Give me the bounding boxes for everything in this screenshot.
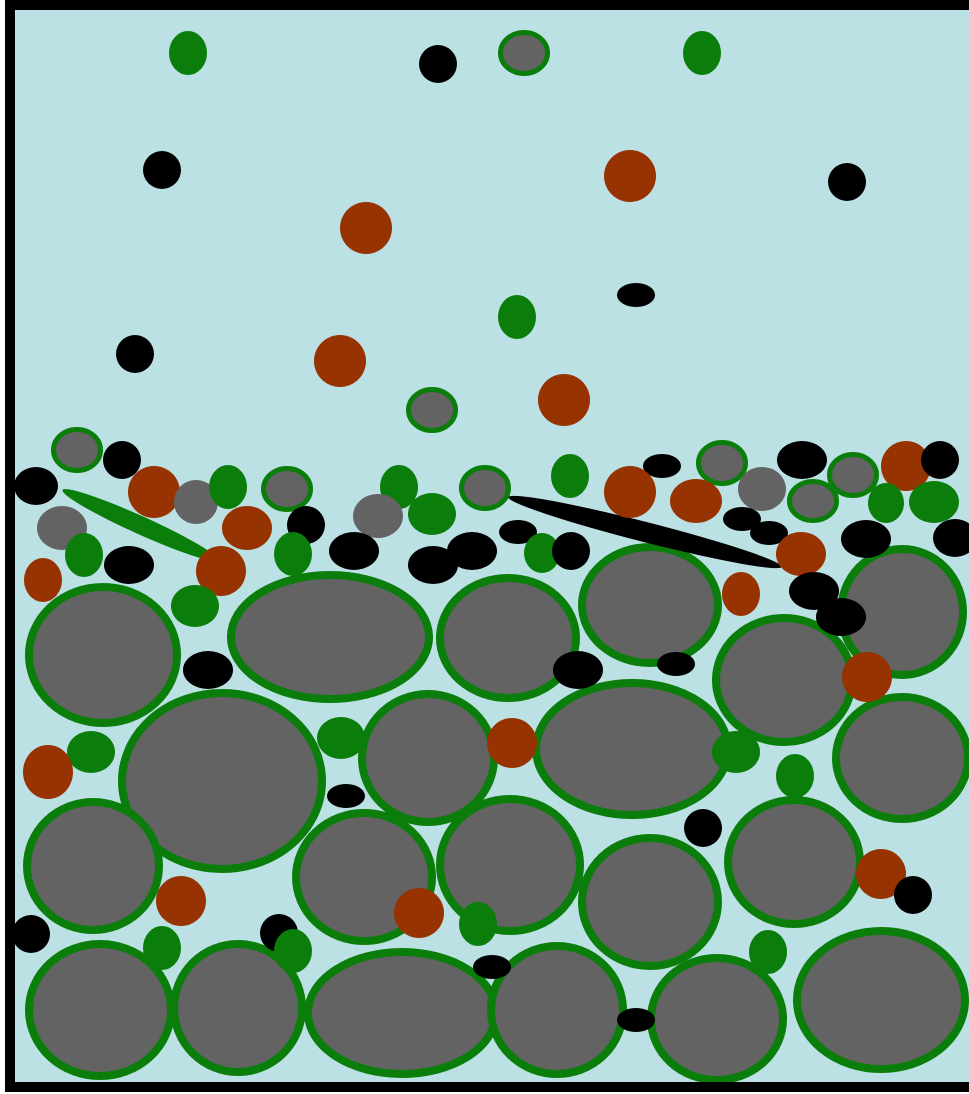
black-particle	[327, 784, 365, 808]
large-gray-grain	[797, 931, 965, 1069]
large-gray-grain	[440, 799, 580, 931]
green-particle	[317, 717, 365, 759]
brown-particle	[842, 652, 892, 702]
small-gray-grain	[790, 482, 837, 521]
small-gray-grain	[264, 469, 311, 510]
small-gray-grain	[830, 455, 877, 496]
large-gray-grain	[536, 683, 728, 815]
brown-particle	[314, 335, 366, 387]
large-gray-grain	[29, 587, 177, 723]
large-gray-grain	[582, 547, 718, 663]
black-particle	[777, 441, 827, 479]
green-particle	[459, 902, 497, 946]
black-particle	[143, 151, 181, 189]
large-gray-grain	[836, 697, 968, 819]
black-particle	[473, 955, 511, 979]
black-particle	[103, 441, 141, 479]
green-particle	[909, 481, 959, 523]
green-particle	[683, 31, 721, 75]
black-particle	[816, 598, 866, 636]
green-particle	[498, 295, 536, 339]
large-gray-grain	[728, 800, 860, 924]
brown-particle	[23, 745, 73, 799]
black-particle	[894, 876, 932, 914]
brown-particle	[670, 479, 722, 523]
brown-particle	[24, 558, 62, 602]
black-particle	[116, 335, 154, 373]
gray-particle	[353, 494, 403, 538]
green-particle	[143, 926, 181, 970]
brown-particle	[128, 466, 180, 518]
green-particle	[776, 754, 814, 798]
large-gray-grain	[231, 575, 429, 699]
black-particle	[552, 532, 590, 570]
brown-particle	[222, 506, 272, 550]
green-particle	[209, 465, 247, 509]
green-particle	[274, 532, 312, 576]
green-particle	[274, 929, 312, 973]
black-particle	[183, 651, 233, 689]
black-particle	[921, 441, 959, 479]
large-gray-grain	[716, 618, 852, 742]
brown-particle	[538, 374, 590, 426]
green-particle	[712, 731, 760, 773]
brown-particle	[722, 572, 760, 616]
large-gray-grain	[308, 952, 496, 1074]
black-particle	[104, 546, 154, 584]
brown-particle	[487, 718, 537, 768]
green-particle	[868, 483, 904, 523]
green-particle	[749, 930, 787, 974]
small-gray-grain	[462, 468, 509, 509]
black-particle	[553, 651, 603, 689]
black-particle	[657, 652, 695, 676]
brown-particle	[394, 888, 444, 938]
large-gray-grain	[440, 578, 576, 698]
brown-particle	[776, 532, 826, 576]
black-particle	[617, 1008, 655, 1032]
large-gray-grain	[582, 838, 718, 966]
large-gray-grain	[362, 694, 494, 822]
black-particle	[447, 532, 497, 570]
green-particle	[169, 31, 207, 75]
green-particle	[65, 533, 103, 577]
small-gray-grain	[699, 443, 746, 484]
large-gray-grain	[27, 802, 159, 930]
black-particle	[419, 45, 457, 83]
brown-particle	[340, 202, 392, 254]
green-particle	[408, 493, 456, 535]
green-particle	[171, 585, 219, 627]
green-particle	[67, 731, 115, 773]
black-particle	[14, 467, 58, 505]
small-gray-grain	[501, 33, 548, 74]
black-particle	[841, 520, 891, 558]
small-gray-grain	[54, 430, 101, 471]
brown-particle	[156, 876, 206, 926]
black-particle	[329, 532, 379, 570]
black-particle	[12, 915, 50, 953]
brown-particle	[604, 150, 656, 202]
small-gray-grain	[409, 390, 456, 431]
large-gray-grain	[651, 958, 783, 1080]
black-particle	[828, 163, 866, 201]
gray-particle	[738, 467, 786, 511]
brown-particle	[604, 466, 656, 518]
green-particle	[551, 454, 589, 498]
large-gray-grain	[491, 946, 623, 1074]
black-particle	[617, 283, 655, 307]
black-particle	[684, 809, 722, 847]
